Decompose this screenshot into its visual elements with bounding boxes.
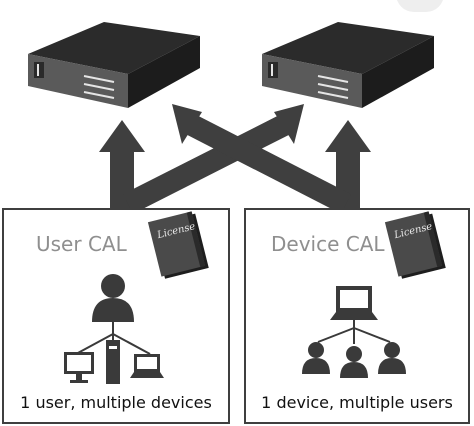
arrow-up-left xyxy=(99,120,145,210)
user-cal-caption: 1 user, multiple devices xyxy=(20,393,212,412)
license-label: License xyxy=(156,221,197,242)
arrow-cross-to-left xyxy=(172,104,352,214)
device-cal-panel: Device CAL License 1 device, multiple us… xyxy=(244,208,470,424)
device-cal-title: Device CAL xyxy=(271,232,385,256)
arrow-cross-to-right xyxy=(123,104,304,214)
license-book-icon: License xyxy=(384,211,443,277)
user-cal-panel: User CAL License 1 user, multiple device… xyxy=(2,208,230,424)
device-with-users-icon xyxy=(302,286,406,378)
user-with-devices-icon xyxy=(64,274,164,384)
license-book-icon: License xyxy=(147,211,206,277)
server-left-icon xyxy=(28,22,200,108)
device-cal-caption: 1 device, multiple users xyxy=(261,393,453,412)
user-cal-title: User CAL xyxy=(36,232,127,256)
corner-circle xyxy=(396,0,444,12)
license-label: License xyxy=(393,221,434,242)
server-right-icon xyxy=(262,22,434,108)
